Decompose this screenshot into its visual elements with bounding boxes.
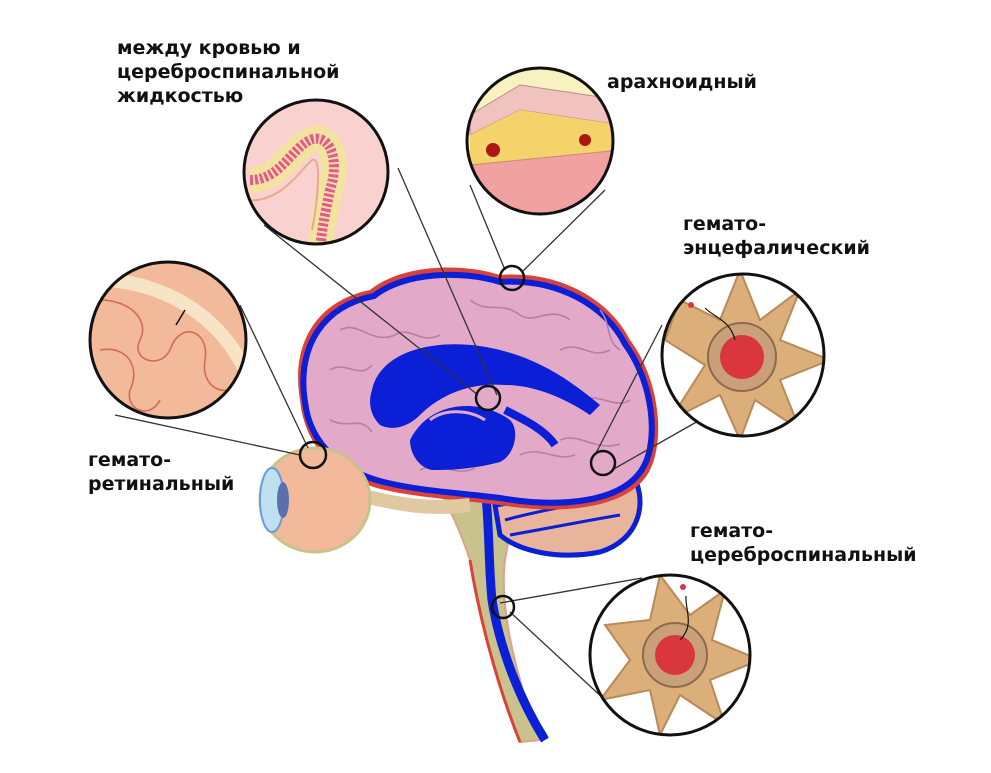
label-blood-csf: между кровью и цереброспинальной жидкост… <box>117 36 339 108</box>
label-arachnoid: арахноидный <box>607 70 757 94</box>
label-hemato-csf: гемато- цереброспинальный <box>690 519 917 567</box>
label-line: гемато- <box>88 449 172 471</box>
inset-neuron-csf <box>588 573 752 737</box>
label-line: энцефалический <box>683 237 870 259</box>
label-line: ретинальный <box>88 473 235 495</box>
label-hemato-retinal: гемато- ретинальный <box>88 448 234 496</box>
inset-neuron-encephalic <box>660 272 826 438</box>
label-line: между кровью и <box>117 37 301 59</box>
ventricular-system <box>370 344 600 470</box>
label-line: цереброспинальной <box>117 61 340 83</box>
inset-choroid-plexus <box>242 98 390 246</box>
brain-hemisphere <box>298 267 659 510</box>
label-line: гемато- <box>690 520 774 542</box>
label-line: цереброспинальный <box>690 544 917 566</box>
inset-retina <box>88 260 248 420</box>
label-line: жидкостью <box>117 85 244 107</box>
marker-circles <box>298 264 617 620</box>
eye <box>258 446 471 554</box>
label-line: гемато- <box>683 213 767 235</box>
label-hemato-encephalic: гемато- энцефалический <box>683 212 870 260</box>
connector-lines <box>114 167 701 701</box>
label-line: арахноидный <box>607 71 757 93</box>
inset-arachnoid <box>465 66 615 216</box>
